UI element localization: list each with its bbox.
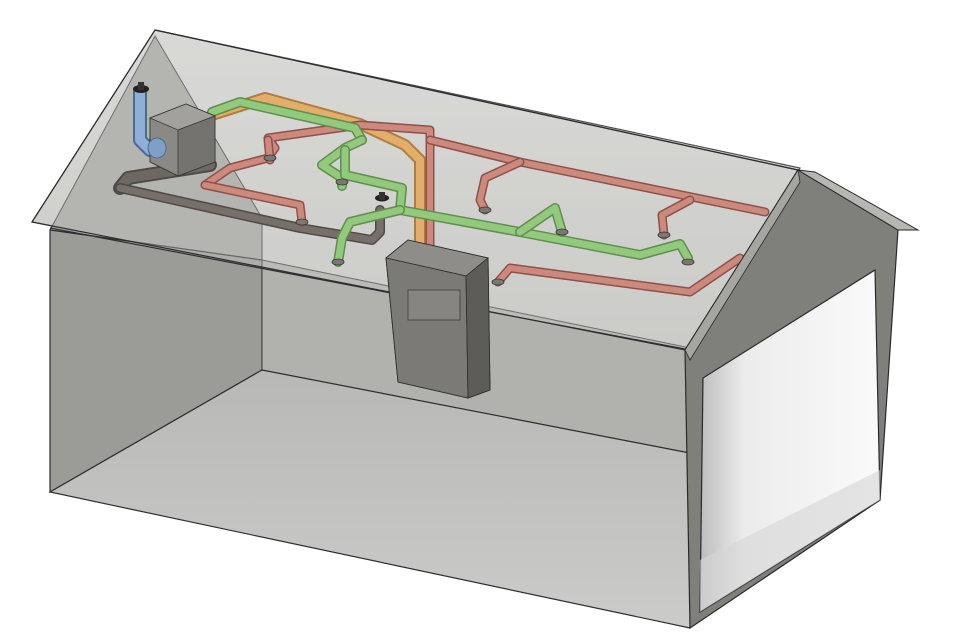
supply-ducting [207,97,693,267]
extract-ducting [200,120,770,315]
roof-cowl-left [133,82,149,93]
roof-eave-line [49,227,691,351]
roof-cowl-center [375,192,389,202]
opening-floor-shadow [700,470,880,612]
gable-right-roof-edge [797,169,920,231]
ductwork [113,85,770,326]
heat-recovery-unit [147,103,217,177]
air-handler-cabinet [385,239,491,399]
diffuser-terminals [263,154,695,286]
gable-right-roof-edge-left [684,168,801,361]
roof-ridge [154,29,799,171]
